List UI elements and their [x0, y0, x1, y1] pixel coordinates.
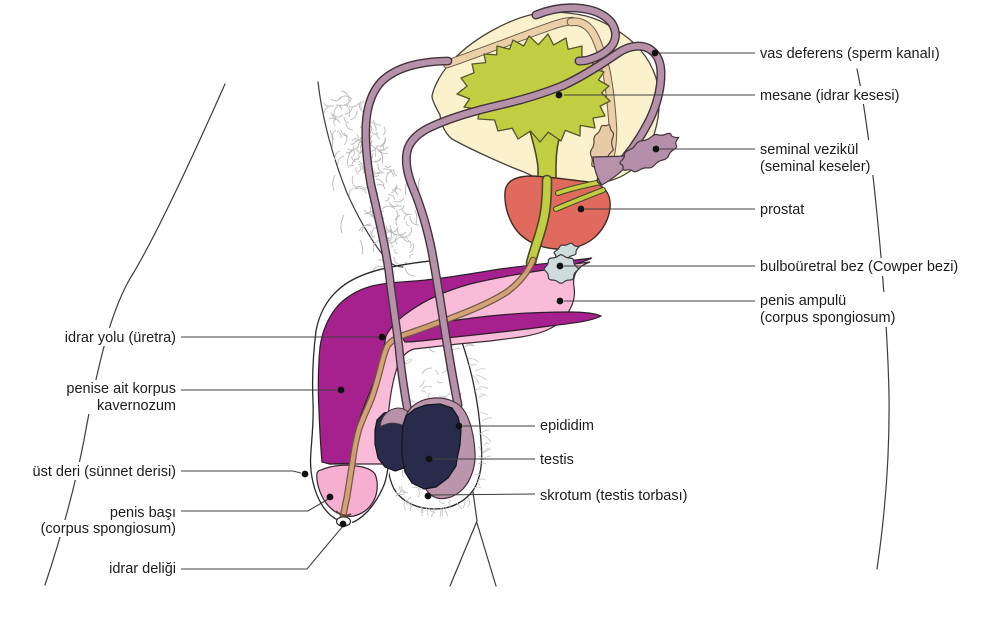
svg-text:seminal vezikül: seminal vezikül — [760, 142, 858, 158]
svg-text:idrar yolu (üretra): idrar yolu (üretra) — [65, 330, 176, 346]
svg-text:üst deri (sünnet derisi): üst deri (sünnet derisi) — [33, 464, 176, 480]
svg-text:mesane (idrar kesesi): mesane (idrar kesesi) — [760, 88, 899, 104]
svg-text:testis: testis — [540, 452, 574, 468]
svg-text:(seminal keseler): (seminal keseler) — [760, 159, 870, 175]
svg-text:bulboüretral bez (Cowper bezi): bulboüretral bez (Cowper bezi) — [760, 259, 958, 275]
svg-text:penise ait korpus: penise ait korpus — [66, 381, 176, 397]
svg-text:idrar deliği: idrar deliği — [109, 561, 176, 577]
svg-text:vas deferens (sperm kanalı): vas deferens (sperm kanalı) — [760, 46, 940, 62]
svg-text:penis başı: penis başı — [110, 505, 176, 521]
svg-text:penis ampulü: penis ampulü — [760, 293, 846, 309]
svg-text:(corpus spongiosum): (corpus spongiosum) — [760, 310, 895, 326]
svg-text:(corpus spongiosum): (corpus spongiosum) — [41, 521, 176, 537]
svg-text:kavernozum: kavernozum — [97, 398, 176, 414]
svg-text:skrotum (testis torbası): skrotum (testis torbası) — [540, 488, 687, 504]
svg-text:epididim: epididim — [540, 418, 594, 434]
svg-text:prostat: prostat — [760, 202, 804, 218]
